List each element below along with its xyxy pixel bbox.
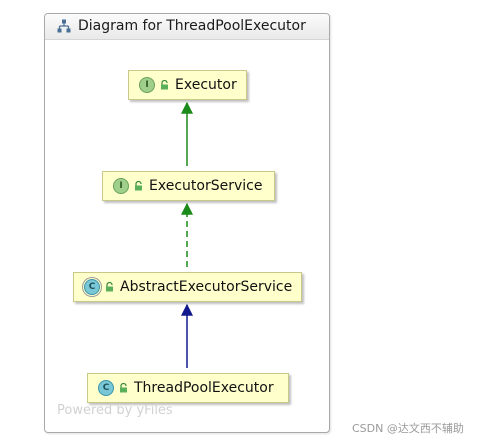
node-label: ExecutorService xyxy=(149,178,263,194)
node-label: Executor xyxy=(175,77,237,93)
node-label: AbstractExecutorService xyxy=(120,279,293,295)
diagram-panel: Diagram for ThreadPoolExecutor I Executo… xyxy=(44,13,330,433)
panel-header: Diagram for ThreadPoolExecutor xyxy=(45,14,329,40)
class-icon: C xyxy=(98,380,114,396)
node-label: ThreadPoolExecutor xyxy=(134,380,274,396)
public-lock-icon xyxy=(161,80,168,90)
interface-icon: I xyxy=(113,178,129,194)
panel-title: Diagram for ThreadPoolExecutor xyxy=(78,18,306,34)
node-executorservice[interactable]: I ExecutorService xyxy=(102,171,275,201)
node-executor[interactable]: I Executor xyxy=(128,70,247,100)
abstract-class-icon: C xyxy=(84,279,100,295)
hierarchy-diagram-icon xyxy=(57,19,71,33)
yfiles-watermark: Powered by yFiles xyxy=(57,403,173,418)
node-threadpoolexecutor[interactable]: C ThreadPoolExecutor xyxy=(87,373,289,403)
public-lock-icon xyxy=(106,282,113,292)
public-lock-icon xyxy=(120,383,127,393)
public-lock-icon xyxy=(135,181,142,191)
inheritance-edges xyxy=(181,101,193,368)
csdn-credit: CSDN @达文西不辅助 xyxy=(352,422,464,435)
interface-icon: I xyxy=(139,77,155,93)
node-abstractexecutorservice[interactable]: C AbstractExecutorService xyxy=(73,272,302,302)
